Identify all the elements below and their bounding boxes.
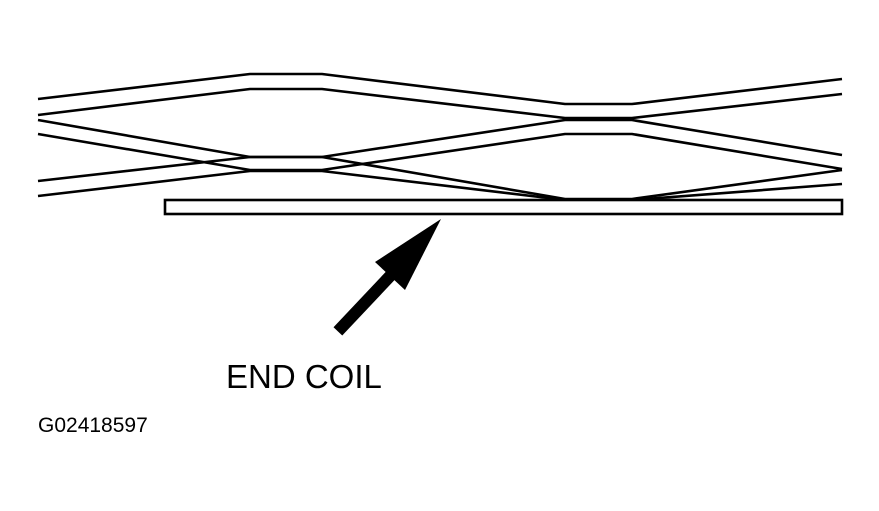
- coil-wire-b-upper: [37, 118, 843, 159]
- coil-wire-a-upper: [37, 72, 843, 106]
- callout-arrow-icon: [333, 219, 441, 336]
- coil-wire-c-upper: [37, 155, 843, 201]
- end-coil-label: END COIL: [226, 358, 382, 395]
- coil-wire-c-lower: [37, 169, 843, 202]
- end-coil-bar: [163, 198, 844, 216]
- coil-wire-b-lower: [37, 132, 843, 172]
- spring-coil-wires: [37, 72, 843, 202]
- figure-id: G02418597: [38, 414, 148, 437]
- coil-wire-a-lower: [37, 87, 843, 120]
